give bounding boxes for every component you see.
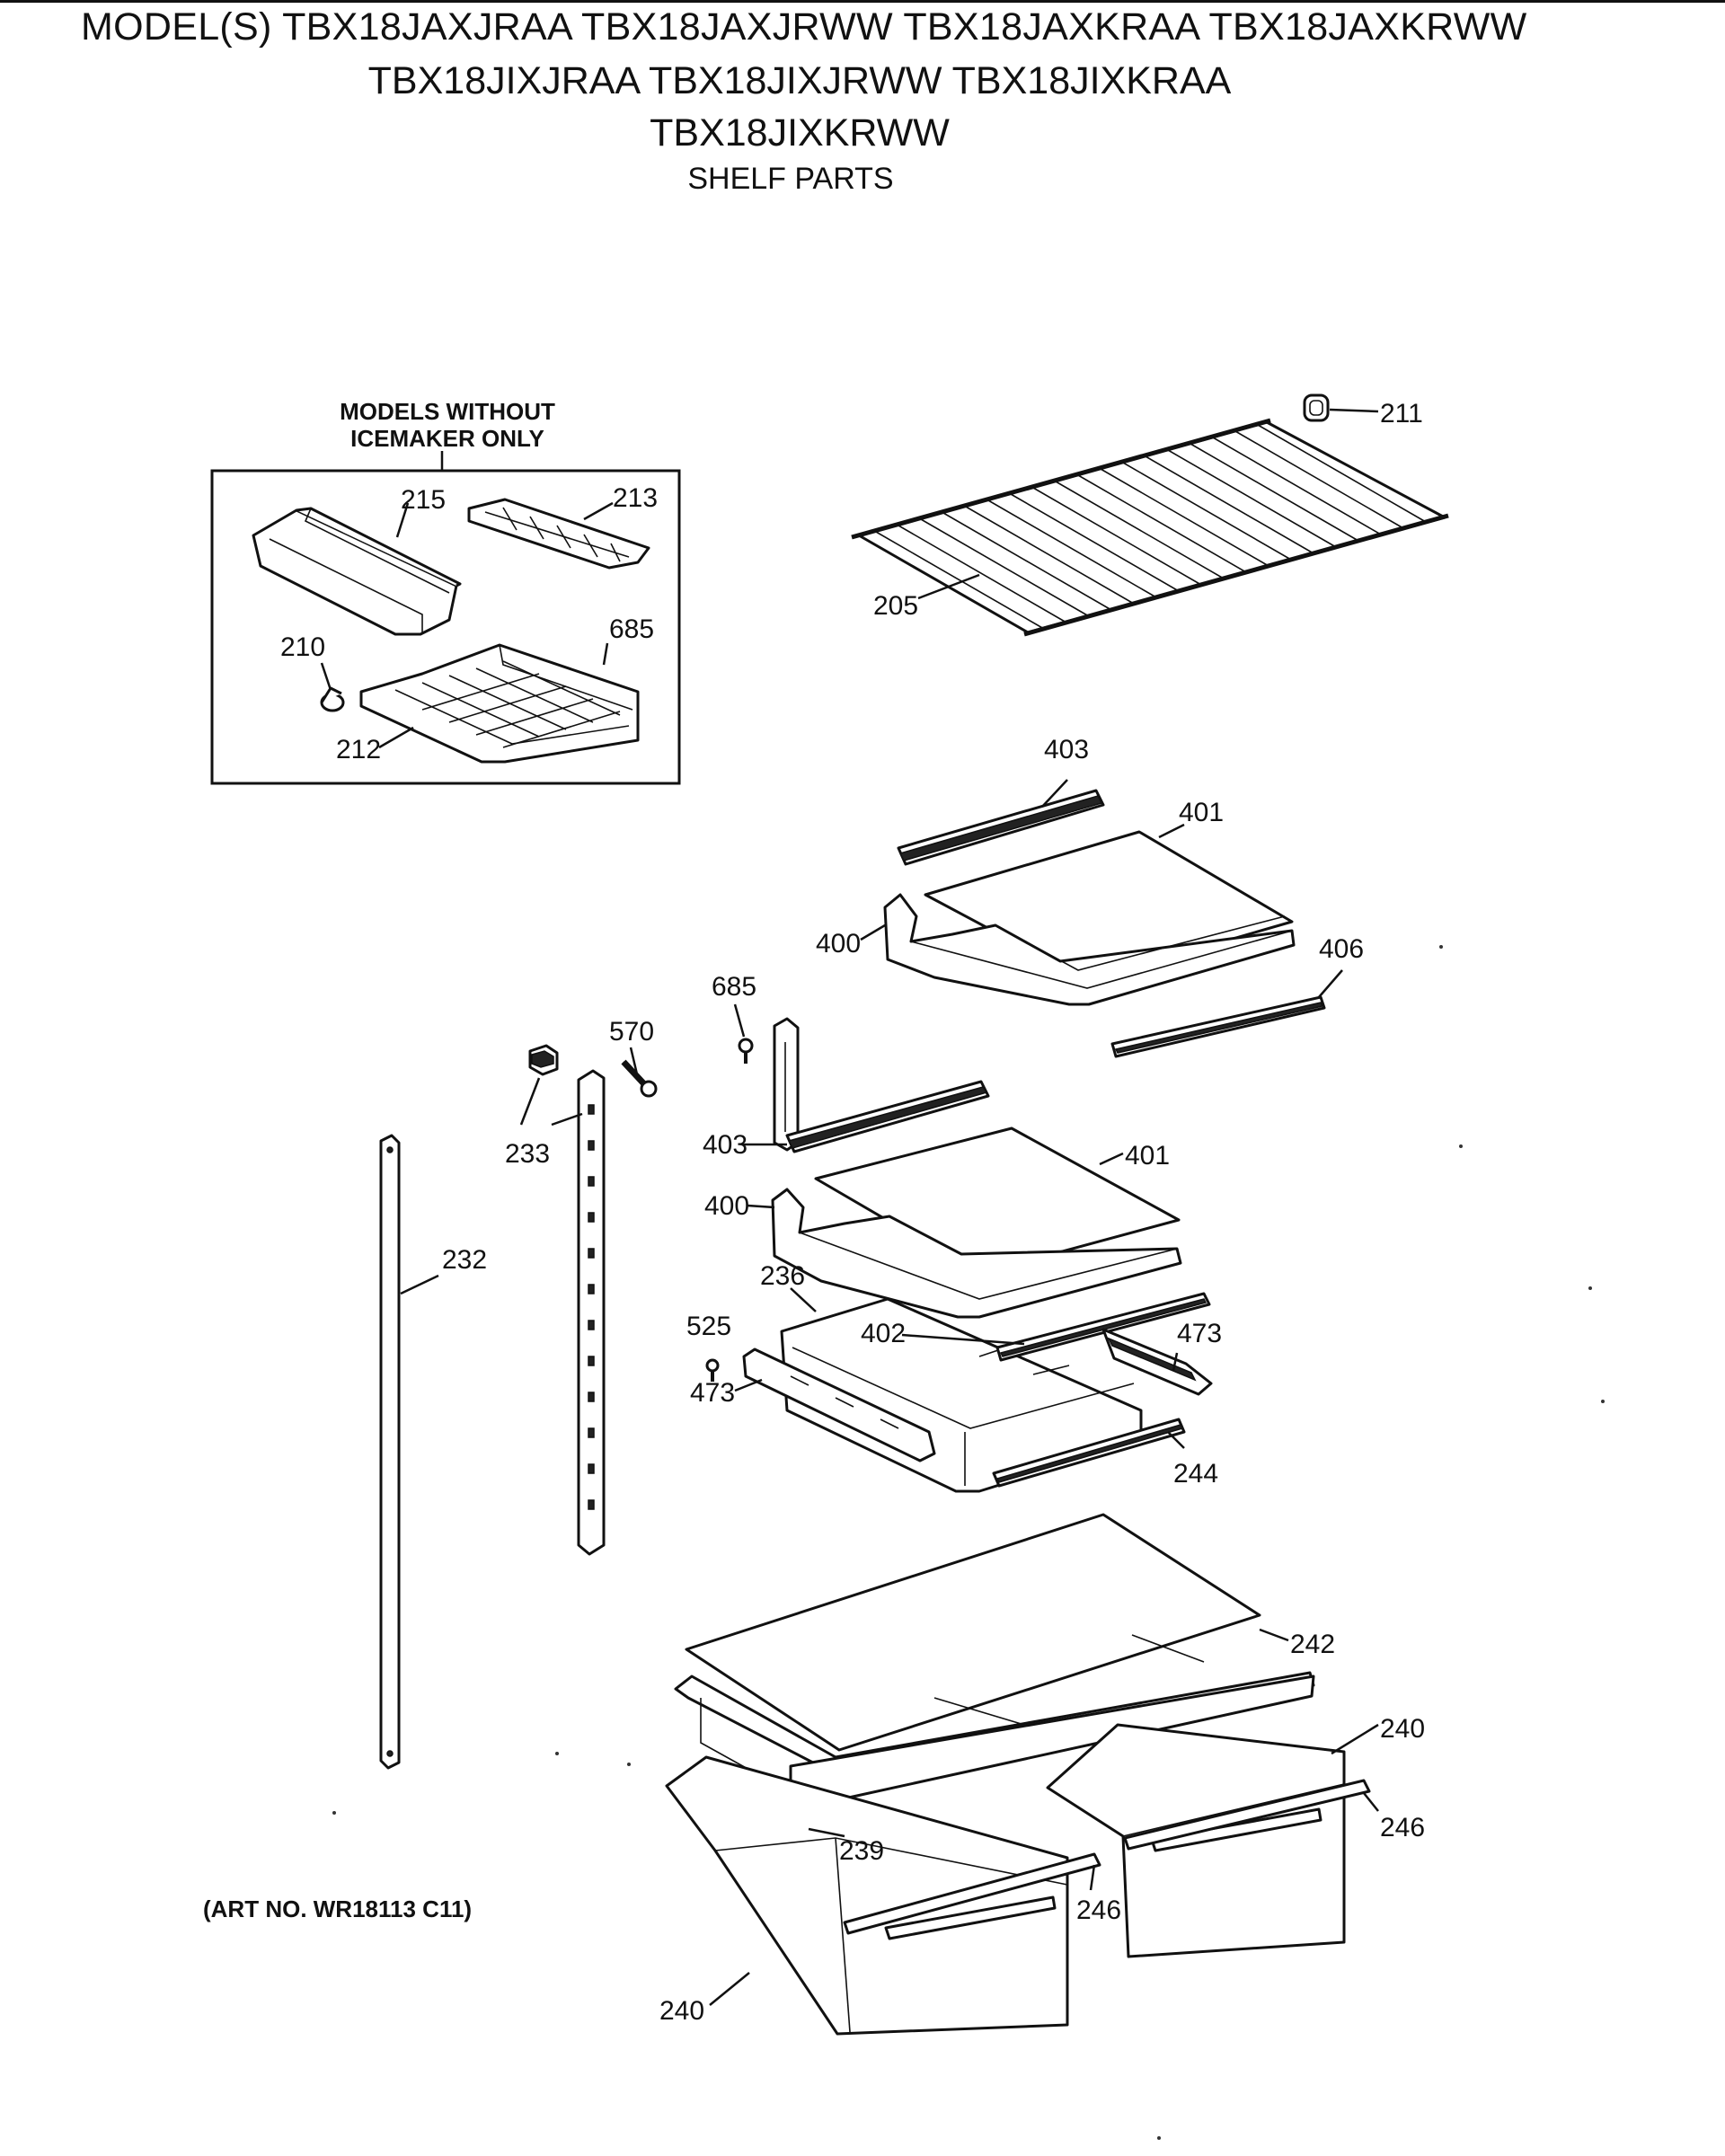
callout-525: 525 (686, 1312, 731, 1341)
callout-473-right: 473 (1177, 1319, 1222, 1348)
callout-239: 239 (839, 1836, 884, 1866)
callout-205: 205 (873, 591, 918, 621)
part-473-left-slide (742, 1348, 936, 1462)
callout-685-inset: 685 (609, 614, 654, 644)
part-213-ice-tray (467, 498, 650, 570)
inset-frame (210, 469, 681, 785)
leader-lines (320, 408, 1379, 2006)
callout-685: 685 (712, 972, 756, 1002)
icemaker-inset: MODELS WITHOUT ICEMAKER ONLY (210, 398, 681, 785)
part-215-ice-bin (252, 507, 462, 636)
scan-specks (332, 945, 1605, 2140)
section-title: SHELF PARTS (687, 162, 894, 196)
callout-211: 211 (1380, 399, 1423, 429)
callout-213: 213 (613, 483, 658, 513)
callout-212: 212 (336, 735, 381, 764)
callout-labels: 211 205 215 213 210 685 212 403 401 400 … (280, 399, 1425, 2026)
part-240-right-drawer (1046, 1723, 1346, 1958)
part-400-upper-frame (883, 893, 1296, 1006)
callout-246-left: 246 (1076, 1895, 1121, 1925)
part-400-middle-frame (771, 1188, 1182, 1319)
callout-210: 210 (280, 632, 325, 662)
callout-403-middle: 403 (703, 1130, 748, 1160)
callout-473-left: 473 (690, 1378, 735, 1408)
callout-570: 570 (609, 1017, 654, 1047)
part-403-middle-rail (785, 1080, 990, 1153)
part-232-rail (379, 1134, 401, 1770)
callout-400-middle: 400 (704, 1191, 749, 1221)
model-line-1: MODEL(S) TBX18JAXJRAA TBX18JAXJRWW TBX18… (81, 5, 1527, 49)
callout-406: 406 (1319, 934, 1364, 964)
callout-402: 402 (861, 1319, 906, 1348)
top-rule (0, 0, 1725, 3)
part-211-cap (1303, 393, 1330, 422)
inset-note-line-2: ICEMAKER ONLY (350, 425, 544, 452)
callout-232: 232 (442, 1245, 487, 1275)
callout-400-upper: 400 (816, 929, 861, 959)
callout-401-middle: 401 (1125, 1141, 1170, 1171)
callout-215: 215 (401, 485, 446, 515)
part-244-cover-trim (992, 1418, 1186, 1488)
part-246-left-handle (843, 1852, 1101, 1935)
part-212-ice-shelf (359, 643, 640, 764)
art-number: (ART NO. WR18113 C11) (203, 1895, 472, 1922)
part-bracket-small (773, 1017, 800, 1152)
callout-401-upper: 401 (1179, 798, 1224, 827)
part-403-upper-rail (897, 789, 1105, 866)
inset-note-line-1: MODELS WITHOUT (340, 398, 555, 425)
callout-240-left: 240 (659, 1996, 704, 2026)
callout-240-right: 240 (1380, 1714, 1425, 1744)
part-vertical-ladder (577, 1069, 606, 1556)
part-525-screw (705, 1358, 720, 1382)
part-210-knob (320, 686, 345, 712)
callout-403-upper: 403 (1044, 735, 1089, 764)
model-line-3: TBX18JIXKRWW (650, 111, 950, 155)
part-406-front-trim (1110, 995, 1326, 1058)
part-246-right-handle (1123, 1779, 1371, 1851)
part-205-wire-shelf (851, 418, 1449, 637)
part-570-screw (621, 1059, 658, 1098)
callout-233: 233 (505, 1139, 550, 1169)
part-233-clip (528, 1044, 559, 1076)
callout-246-right: 246 (1380, 1813, 1425, 1842)
model-line-2: TBX18JIXJRAA TBX18JIXJRWW TBX18JIXKRAA (367, 59, 1232, 102)
part-240-left-drawer (665, 1755, 1069, 2036)
part-685-screw (738, 1038, 754, 1064)
callout-244: 244 (1173, 1459, 1218, 1489)
callout-242: 242 (1290, 1630, 1335, 1659)
part-402-trim (995, 1292, 1211, 1362)
callout-236: 236 (760, 1261, 805, 1291)
